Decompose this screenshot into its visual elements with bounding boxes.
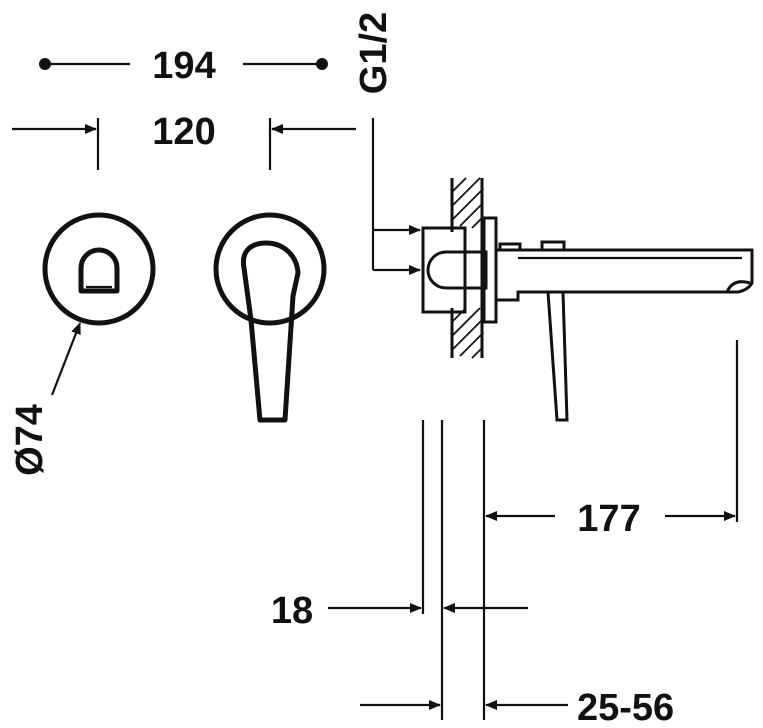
thread-label: G1/2	[353, 12, 395, 94]
dimension-18-label: 18	[271, 590, 313, 632]
dimension-120-label: 120	[152, 111, 215, 153]
dimension-120: 120	[12, 111, 356, 170]
mixer-plate-front-view	[213, 212, 327, 423]
dimension-177: 177	[482, 340, 739, 720]
dimension-25-56-label: 25-56	[577, 687, 674, 728]
diameter-dimension: Ø74	[9, 322, 82, 476]
wall-section	[450, 177, 484, 359]
dimension-194-label: 194	[152, 45, 215, 87]
diameter-label: Ø74	[9, 404, 51, 476]
dimension-177-label: 177	[577, 498, 640, 540]
dimension-18: 18	[271, 420, 528, 720]
dimension-194: 194	[39, 45, 328, 87]
diverter-plate-front-view	[42, 212, 156, 326]
mixer-side-view	[421, 216, 754, 422]
thread-dimension: G1/2	[353, 12, 421, 275]
dimension-25-56: 25-56	[360, 687, 674, 728]
